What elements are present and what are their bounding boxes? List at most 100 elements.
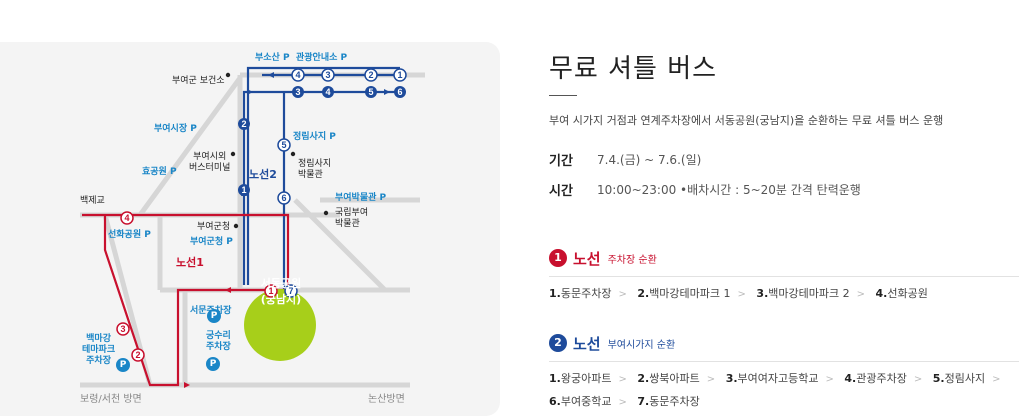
stop-marker-b7: 7 <box>284 284 298 298</box>
stop-marker-b1a: 1 <box>393 68 407 82</box>
stop-markers: 4 3 2 1 3 4 5 6 2 1 5 6 7 1 4 3 2 <box>116 68 407 362</box>
stop-label: 부여여자고등학교 <box>737 372 819 385</box>
svg-text:1: 1 <box>268 286 273 296</box>
stop-marker-b4: 4 <box>291 68 305 82</box>
time-value: 10:00~23:00 •배차시간 : 5~20분 간격 탄력운행 <box>597 183 861 197</box>
page-title: 무료 셔틀 버스 <box>549 54 718 84</box>
svg-text:4: 4 <box>295 70 300 80</box>
route-2-divider <box>549 361 1019 362</box>
stop-num: 1. <box>549 372 561 385</box>
svg-text:5: 5 <box>368 87 373 97</box>
svg-text:1: 1 <box>241 185 246 195</box>
stop-num: 4. <box>875 287 888 300</box>
label-baekje-bridge: 백제교 <box>80 196 105 206</box>
stop-label: 백마강테마파크 1 <box>649 287 731 300</box>
stop-marker-r2: 2 <box>131 348 145 362</box>
route-map: 4 3 2 1 3 4 5 6 2 1 5 6 7 1 4 3 2 부소산 P <box>0 42 500 416</box>
stop-marker-r4: 4 <box>120 211 134 225</box>
label-busosan: 부소산 P <box>255 53 290 63</box>
parking-icon-baekmagang: P <box>116 358 130 372</box>
route-1-sub: 주차장 순환 <box>607 254 657 266</box>
route-1-stops: 1.동문주차장> 2.백마강테마파크 1> 3.백마강테마파크 2> 4.선화공… <box>549 285 928 301</box>
label-tour-info: 관광안내소 P <box>296 53 348 63</box>
svg-text:5: 5 <box>281 140 286 150</box>
route-1-number: 1 <box>549 249 567 267</box>
poi-dots <box>225 72 329 229</box>
stop-label: 관광주차장 <box>856 372 907 385</box>
svg-text:4: 4 <box>124 213 129 223</box>
label-gungsuri: 궁수리 주차장 <box>206 331 231 352</box>
label-boryeong: 보령/서천 방면 <box>80 394 142 405</box>
title-divider <box>549 95 577 96</box>
stop-num: 7. <box>637 395 650 408</box>
route-1-line <box>82 213 290 387</box>
label-health-center: 부여군 보건소 <box>172 76 225 86</box>
svg-text:6: 6 <box>397 87 402 97</box>
stop-marker-b3f: 3 <box>292 86 304 98</box>
svg-text:3: 3 <box>295 87 300 97</box>
stop-num: 4. <box>844 372 857 385</box>
stop-label: 왕궁아파트 <box>560 372 612 385</box>
stop-label: 선화공원 <box>887 287 928 300</box>
stop-num: 6. <box>549 395 561 408</box>
chevron-right-icon: > <box>992 374 1001 385</box>
svg-text:3: 3 <box>120 324 125 334</box>
label-line2: 노선2 <box>249 168 277 181</box>
route-2-line <box>242 66 400 300</box>
stop-marker-b5: 5 <box>277 138 291 152</box>
stop-num: 2. <box>637 372 650 385</box>
label-nonsan: 논산방면 <box>368 394 405 405</box>
route-2-stops-line2: 6.부여중학교> 7.동문주차장 <box>549 393 700 409</box>
label-county-office: 부여군청 <box>197 222 231 232</box>
stop-marker-b3: 3 <box>321 68 335 82</box>
svg-text:2: 2 <box>368 70 373 80</box>
chevron-right-icon: > <box>706 374 716 385</box>
label-county-office-p: 부여군청 P <box>190 237 233 247</box>
route-1-header: 1 노선 주차장 순환 <box>549 248 657 268</box>
period-value: 7.4.(금) ~ 7.6.(일) <box>597 153 702 167</box>
route-2-stops-line1: 1.왕궁아파트> 2.쌍북아파트> 3.부여여자고등학교> 4.관광주차장> 5… <box>549 370 1007 386</box>
chevron-right-icon: > <box>913 374 923 385</box>
svg-text:3: 3 <box>325 70 330 80</box>
stop-label: 백마강테마파크 2 <box>768 287 850 300</box>
route-1-name: 노선 <box>573 249 601 268</box>
destination-label: 서동공원 (궁남지) <box>260 277 302 306</box>
svg-text:7: 7 <box>288 286 293 296</box>
label-hyowon: 효공원 P <box>142 167 177 177</box>
route-map-graphic: 4 3 2 1 3 4 5 6 2 1 5 6 7 1 4 3 2 <box>80 66 425 388</box>
stop-marker-b2a: 2 <box>364 68 378 82</box>
stop-marker-b1f: 1 <box>238 184 250 196</box>
route-2-sub: 부여시가지 순환 <box>607 339 676 351</box>
route-2-arrows <box>241 72 390 300</box>
label-jeongnim: 정림사지 P <box>293 132 336 142</box>
stop-num: 1. <box>549 287 561 300</box>
label-buyeo-museum-p: 부여박물관 P <box>335 193 387 203</box>
svg-text:1: 1 <box>397 70 402 80</box>
label-buyeo-market: 부여시장 P <box>154 124 197 134</box>
stop-marker-b5f: 5 <box>365 86 377 98</box>
stop-num: 3. <box>756 287 769 300</box>
label-seonhwa: 선화공원 P <box>108 230 151 240</box>
svg-text:4: 4 <box>325 87 330 97</box>
stop-num: 5. <box>932 372 945 385</box>
route-2-number: 2 <box>549 334 567 352</box>
period-label: 기간 <box>549 154 573 169</box>
stop-marker-b6f: 6 <box>394 86 406 98</box>
route-2-name: 노선 <box>573 334 601 353</box>
stop-marker-b4f: 4 <box>322 86 334 98</box>
label-national-museum: 국립부여 박물관 <box>335 208 369 229</box>
chevron-right-icon: > <box>856 289 865 300</box>
stop-num: 2. <box>637 287 650 300</box>
chevron-right-icon: > <box>618 374 627 385</box>
label-line1: 노선1 <box>176 256 204 269</box>
stop-label: 동문주차장 <box>560 287 612 300</box>
time-label: 시간 <box>549 184 573 199</box>
stop-marker-b6: 6 <box>277 191 291 205</box>
chevron-right-icon: > <box>737 289 746 300</box>
parking-icon-gungsuri: P <box>206 357 220 371</box>
label-baekmagang: 백마강 테마파크 주차장 <box>82 334 116 366</box>
svg-text:2: 2 <box>135 350 140 360</box>
svg-text:6: 6 <box>281 193 286 203</box>
label-terminal: 부여시외 버스터미널 <box>189 152 231 173</box>
destination-circle <box>244 289 316 361</box>
